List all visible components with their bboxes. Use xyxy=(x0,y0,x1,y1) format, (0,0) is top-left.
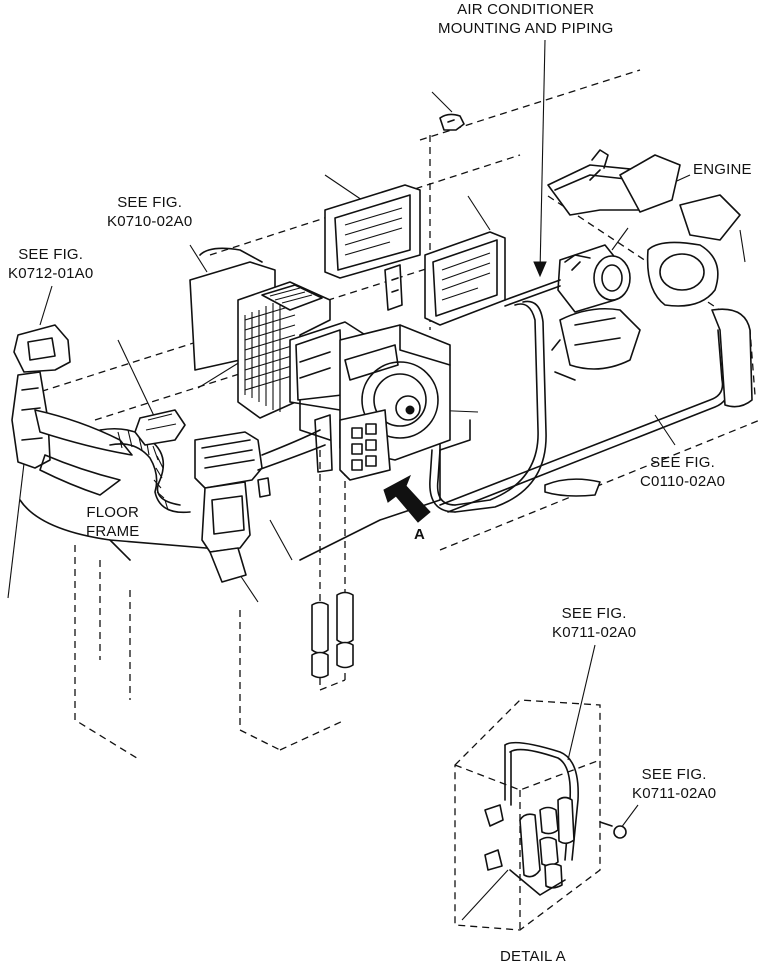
side-duct xyxy=(11,324,133,496)
engine-outline xyxy=(544,149,753,497)
see-fig-k0712-label: SEE FIG. K0712-01A0 xyxy=(8,246,94,282)
see-fig-c0110-label: SEE FIG. C0110-02A0 xyxy=(640,454,726,490)
floor-frame-label: FLOOR FRAME xyxy=(86,504,140,540)
air-conditioner-label: AIR CONDITIONER MOUNTING AND PIPING xyxy=(438,1,614,37)
detail-a-drawing xyxy=(454,699,627,931)
engine-label: ENGINE xyxy=(693,161,752,178)
arrow-a-label: A xyxy=(414,526,426,543)
front-duct xyxy=(194,429,326,583)
see-fig-k0711-right-label: SEE FIG. K0711-02A0 xyxy=(632,766,717,802)
see-fig-k0710-label: SEE FIG. K0710-02A0 xyxy=(107,194,193,230)
drain-hoses xyxy=(311,591,354,679)
cover-panels xyxy=(324,113,506,326)
leader-lines xyxy=(7,39,746,921)
see-fig-k0711-top-label: SEE FIG. K0711-02A0 xyxy=(552,605,637,641)
air-conditioner-unit xyxy=(189,247,451,481)
arrow-a xyxy=(383,474,431,523)
flex-hose xyxy=(99,409,191,514)
detail-a-label: DETAIL A xyxy=(500,948,566,965)
